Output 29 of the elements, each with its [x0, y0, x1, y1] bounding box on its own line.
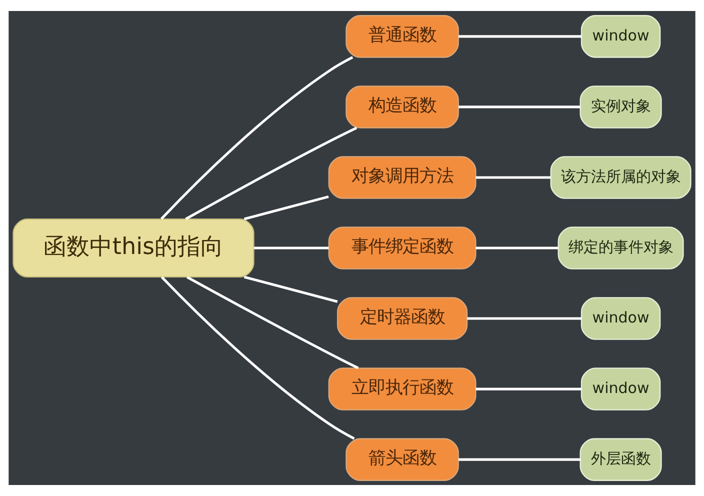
connector — [185, 126, 358, 220]
node-box: 该方法所属的对象 — [550, 156, 692, 199]
connector — [244, 276, 338, 303]
node-box: 绑定的事件对象 — [558, 226, 684, 270]
node-box: 实例对象 — [580, 86, 662, 128]
node-box: window — [580, 297, 661, 340]
node-box: 函数中this的指向 — [12, 218, 254, 278]
connector — [254, 246, 329, 250]
connector — [476, 388, 582, 390]
connector — [458, 35, 582, 38]
node-box: window — [580, 368, 661, 410]
node-box: 对象调用方法 — [328, 156, 476, 199]
connector — [476, 246, 558, 250]
node-box: 定时器函数 — [336, 297, 468, 340]
connector — [458, 458, 580, 461]
node-box: 构造函数 — [346, 86, 459, 128]
node-box: 事件绑定函数 — [328, 226, 476, 270]
connector — [160, 56, 354, 220]
node-box: 普通函数 — [346, 15, 459, 58]
connector — [186, 276, 359, 370]
connector — [467, 317, 582, 320]
connector — [458, 106, 580, 108]
node-box: 立即执行函数 — [328, 368, 476, 410]
node-box: 外层函数 — [580, 438, 662, 481]
node-box: window — [580, 15, 661, 58]
connector — [476, 176, 551, 179]
node-box: 箭头函数 — [346, 438, 459, 481]
connector — [160, 276, 355, 440]
connector — [244, 195, 329, 220]
